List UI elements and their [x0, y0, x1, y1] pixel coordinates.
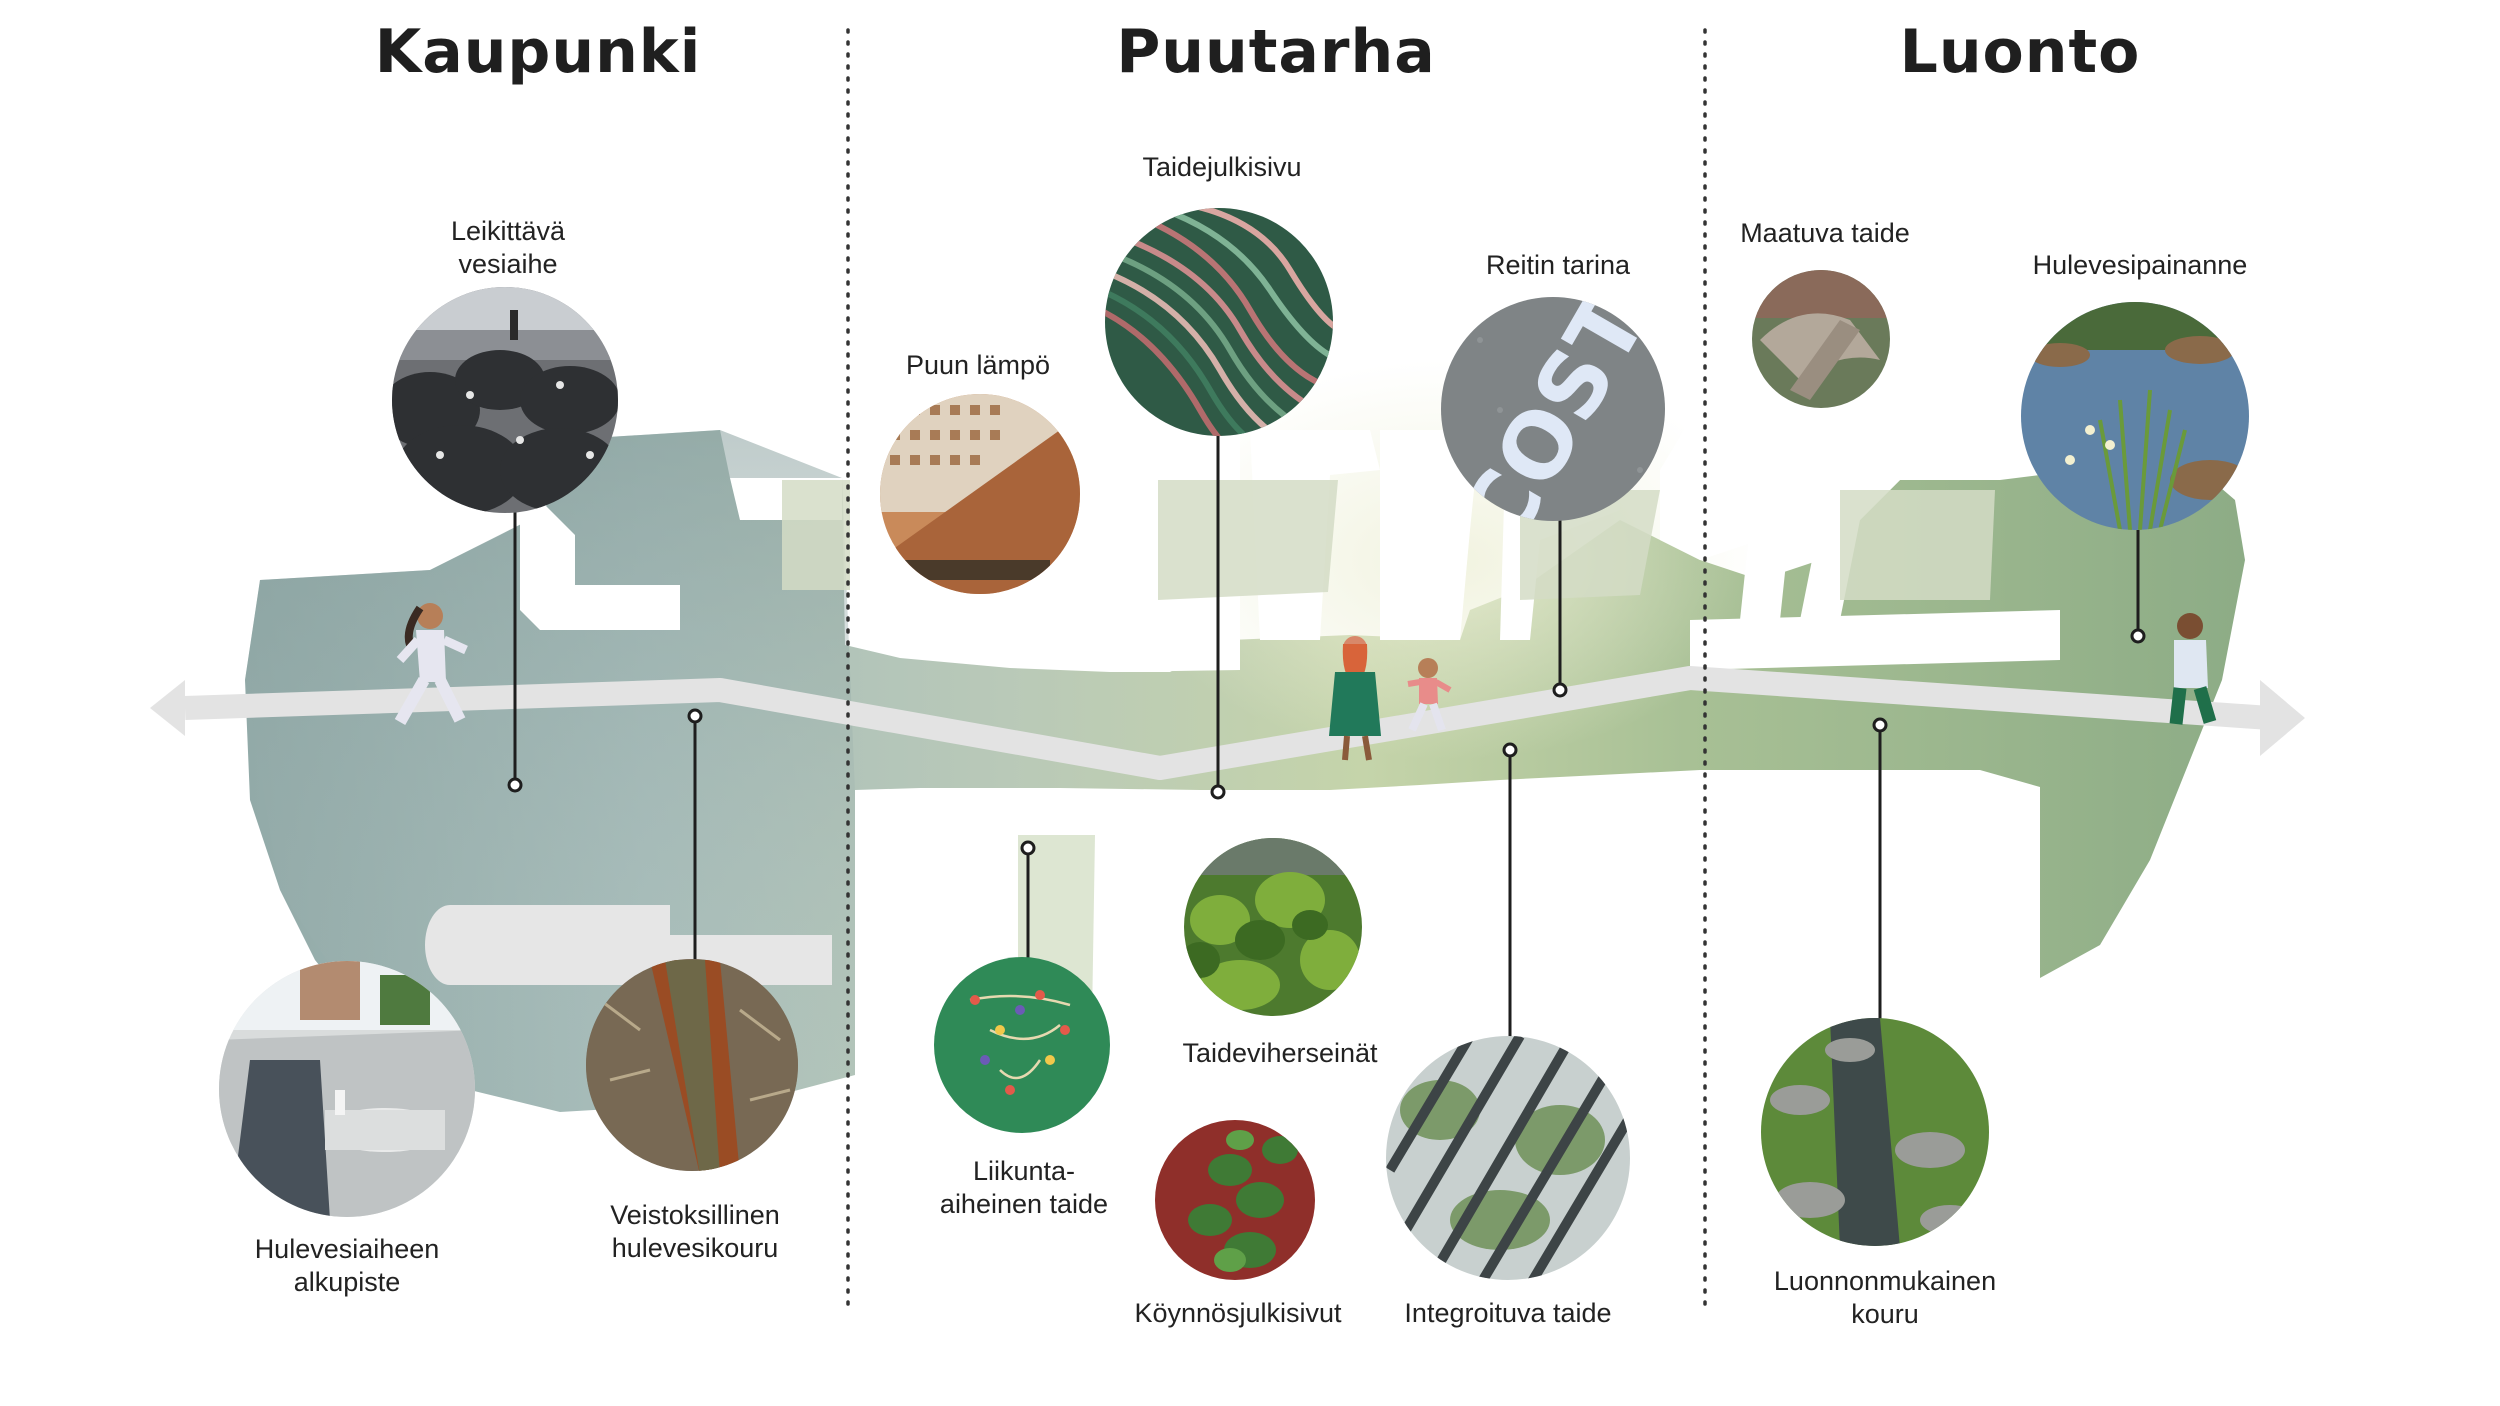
- label-hulevesipainanne: Hulevesipainanne: [2033, 250, 2248, 280]
- label-reitin-tarina: Reitin tarina: [1486, 250, 1631, 280]
- zone-title-kaupunki: Kaupunki: [375, 17, 702, 87]
- photo-integroituva-taide: [1386, 1036, 1640, 1285]
- label-taideviherseinat: Taideviherseinät: [1182, 1038, 1378, 1068]
- label-integroituva-taide: Integroituva taide: [1404, 1298, 1611, 1328]
- photo-puun-lampo: [878, 392, 1083, 600]
- label-koynnosjulkisivut: Köynnösjulkisivut: [1134, 1298, 1342, 1328]
- label-maatuva-taide: Maatuva taide: [1740, 218, 1910, 248]
- label-puun-lampo: Puun lämpö: [906, 350, 1050, 380]
- arrow-right-icon: [2260, 680, 2305, 756]
- arrow-left-icon: [150, 680, 185, 736]
- zone-title-puutarha: Puutarha: [1116, 17, 1435, 87]
- photo-taideviherseinat: [1180, 835, 1365, 1020]
- photo-leikittava-vesiaihe: [380, 285, 620, 515]
- zone-title-luonto: Luonto: [1900, 17, 2141, 87]
- label-liikunta-aiheinen-taide: Liikunta-aiheinen taide: [940, 1156, 1108, 1219]
- label-taidejulkisivu: Taidejulkisivu: [1142, 152, 1301, 182]
- photo-luonnonmukainen-kouru: [1760, 1018, 1990, 1248]
- photo-koynnosjulkisivut: [1150, 1118, 1320, 1283]
- photo-maatuva-taide: [1750, 268, 1892, 410]
